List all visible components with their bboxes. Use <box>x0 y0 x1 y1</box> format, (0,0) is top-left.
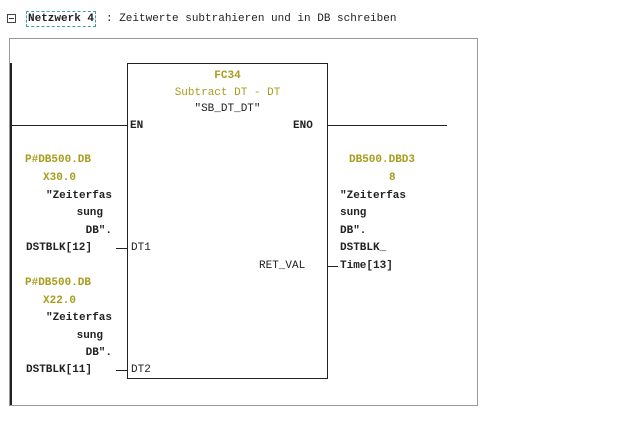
dt2-symbol-4[interactable]: DSTBLK[11] <box>26 364 93 376</box>
ret-symbol-4[interactable]: DSTBLK_ <box>340 242 387 254</box>
pin-en[interactable]: EN <box>130 120 144 132</box>
dt1-wire <box>116 248 127 249</box>
dt1-address-1[interactable]: P#DB500.DB <box>25 154 92 166</box>
dt2-symbol-3[interactable]: DB". <box>85 347 112 359</box>
dt2-wire <box>116 370 127 371</box>
block-description: Subtract DT - DT <box>174 87 281 99</box>
block-symbol: "SB_DT_DT" <box>194 103 261 115</box>
dt2-symbol-1[interactable]: "Zeiterfas <box>45 312 112 324</box>
ret-symbol-1[interactable]: "Zeiterfas <box>340 190 407 202</box>
pin-eno[interactable]: ENO <box>293 120 313 132</box>
dt2-symbol-2[interactable]: sung <box>76 330 103 342</box>
dt1-symbol-1[interactable]: "Zeiterfas <box>45 190 112 202</box>
network-frame <box>9 38 478 406</box>
ret-symbol-5[interactable]: Time[13] <box>340 260 393 272</box>
dt1-address-2[interactable]: X30.0 <box>43 172 77 184</box>
ret-wire <box>328 266 338 267</box>
en-wire <box>11 125 127 126</box>
fc34-block[interactable] <box>127 63 328 379</box>
dt1-symbol-2[interactable]: sung <box>76 207 103 219</box>
network-title[interactable]: : Zeitwerte subtrahieren und in DB schre… <box>106 13 397 25</box>
ret-address-2[interactable]: 8 <box>389 172 396 184</box>
dt1-symbol-4[interactable]: DSTBLK[12] <box>26 242 93 254</box>
ret-address-1[interactable]: DB500.DBD3 <box>349 154 416 166</box>
collapse-network-toggle[interactable] <box>7 14 16 23</box>
pin-dt1[interactable]: DT1 <box>131 242 151 254</box>
ret-symbol-2[interactable]: sung <box>340 207 367 219</box>
dt2-address-1[interactable]: P#DB500.DB <box>25 277 92 289</box>
ret-symbol-3[interactable]: DB". <box>340 225 367 237</box>
network-label[interactable]: Netzwerk 4 <box>26 11 97 27</box>
pin-dt2[interactable]: DT2 <box>131 364 151 376</box>
eno-wire <box>328 125 447 126</box>
power-rail <box>10 63 12 405</box>
block-number: FC34 <box>214 70 241 82</box>
dt1-symbol-3[interactable]: DB". <box>85 225 112 237</box>
pin-ret-val[interactable]: RET_VAL <box>259 260 306 272</box>
dt2-address-2[interactable]: X22.0 <box>43 295 77 307</box>
